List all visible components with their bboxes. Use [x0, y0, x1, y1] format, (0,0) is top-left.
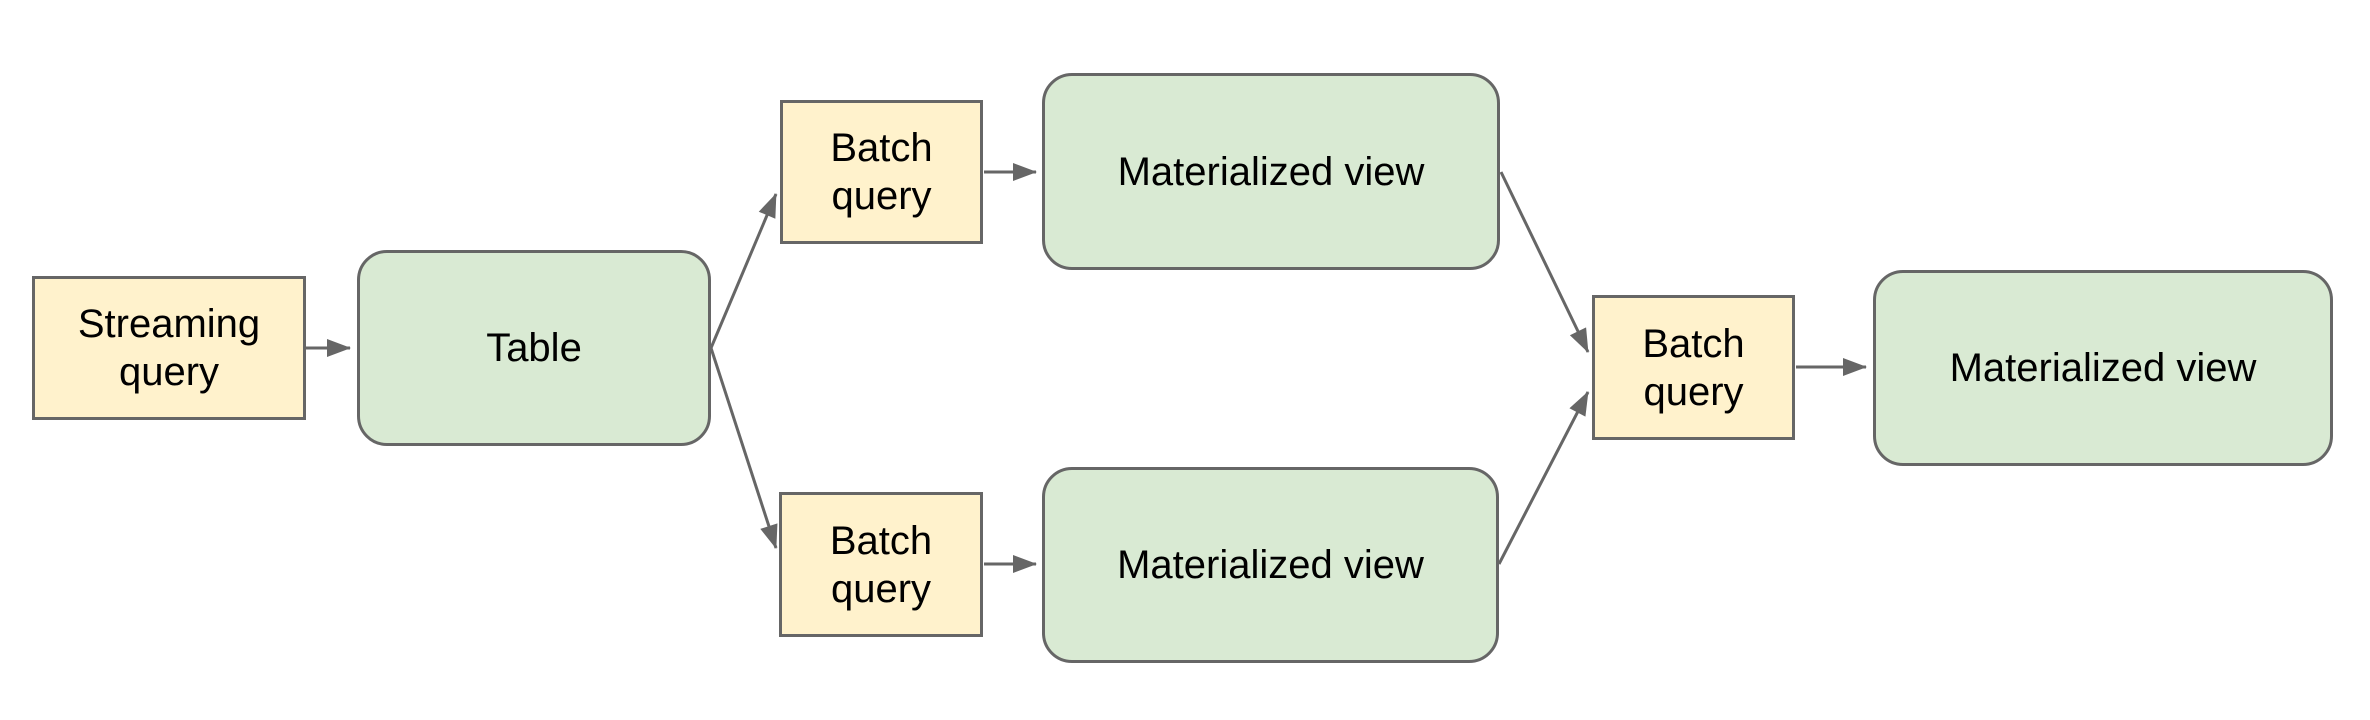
- node-materialized-view-final-label: Materialized view: [1949, 346, 2257, 390]
- node-batch-query-top: Batch query: [780, 100, 983, 244]
- node-materialized-view-top-label: Materialized view: [1117, 149, 1425, 194]
- node-streaming-query-label: Streaming query: [77, 302, 261, 394]
- node-materialized-view-bottom: Materialized view: [1042, 467, 1499, 663]
- edge-materialized-view-top-to-batch-query-merge: [1499, 171, 1590, 353]
- node-batch-query-merge: Batch query: [1592, 295, 1795, 440]
- edge-table-to-batch-query-top: [709, 193, 778, 349]
- node-batch-query-bottom-label: Batch query: [829, 518, 933, 611]
- node-batch-query-top-label: Batch query: [830, 126, 933, 218]
- node-table-label: Table: [486, 326, 582, 370]
- node-table: Table: [357, 250, 711, 446]
- node-batch-query-bottom: Batch query: [779, 492, 983, 637]
- node-materialized-view-bottom-label: Materialized view: [1117, 543, 1424, 587]
- node-batch-query-merge-label: Batch query: [1642, 321, 1745, 414]
- node-streaming-query: Streaming query: [32, 276, 306, 420]
- node-materialized-view-top: Materialized view: [1042, 73, 1500, 270]
- node-materialized-view-final: Materialized view: [1873, 270, 2333, 466]
- edge-table-to-batch-query-bottom: [709, 347, 778, 549]
- edge-materialized-view-bottom-to-batch-query-merge: [1497, 391, 1590, 565]
